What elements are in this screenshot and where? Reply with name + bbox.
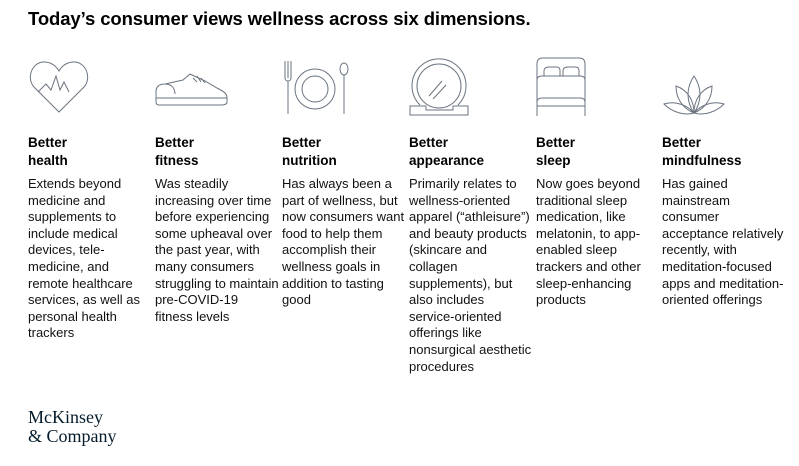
- description: Extends beyond medicine and supplements …: [28, 176, 140, 341]
- dimension-nutrition: Better nutrition Has always been a part o…: [282, 56, 406, 309]
- description: Was steadily increasing over time before…: [155, 176, 279, 324]
- mirror-icon: [409, 56, 489, 116]
- heading-line1: Better: [282, 135, 322, 150]
- dimension-sleep: Better sleep Now goes beyond traditional …: [536, 56, 660, 309]
- heading-line2: fitness: [155, 153, 199, 168]
- dimension-appearance: Better appearance Primarily relates to we…: [409, 56, 533, 375]
- heading-line2: appearance: [409, 153, 485, 168]
- plate-cutlery-icon: [282, 56, 362, 116]
- heading-line1: Better: [536, 135, 576, 150]
- page-title: Today’s consumer views wellness across s…: [28, 8, 531, 29]
- heart-pulse-icon: [28, 56, 108, 116]
- heading-line1: Better: [28, 135, 68, 150]
- description: Has gained mainstream consumer acceptanc…: [662, 176, 784, 308]
- dimension-mindfulness: Better mindfulness Has gained mainstream …: [662, 56, 786, 309]
- sneaker-icon: [155, 56, 235, 116]
- heading-line2: sleep: [536, 153, 571, 168]
- description: Has always been a part of wellness, but …: [282, 176, 405, 308]
- description: Primarily relates to wellness-oriented a…: [409, 176, 532, 374]
- dimension-fitness: Better fitness Was steadily increasing ov…: [155, 56, 279, 325]
- logo-line1: McKinsey: [28, 407, 103, 427]
- logo-line2: & Company: [28, 426, 117, 446]
- mckinsey-logo: McKinsey & Company: [28, 408, 117, 446]
- lotus-icon: [662, 56, 742, 116]
- heading-line1: Better: [662, 135, 702, 150]
- heading-line1: Better: [409, 135, 449, 150]
- heading-line1: Better: [155, 135, 195, 150]
- bed-icon: [536, 56, 616, 116]
- heading-line2: health: [28, 153, 68, 168]
- dimension-health: Better health Extends beyond medicine and…: [28, 56, 152, 342]
- heading-line2: mindfulness: [662, 153, 742, 168]
- description: Now goes beyond traditional sleep medica…: [536, 176, 641, 308]
- heading-line2: nutrition: [282, 153, 337, 168]
